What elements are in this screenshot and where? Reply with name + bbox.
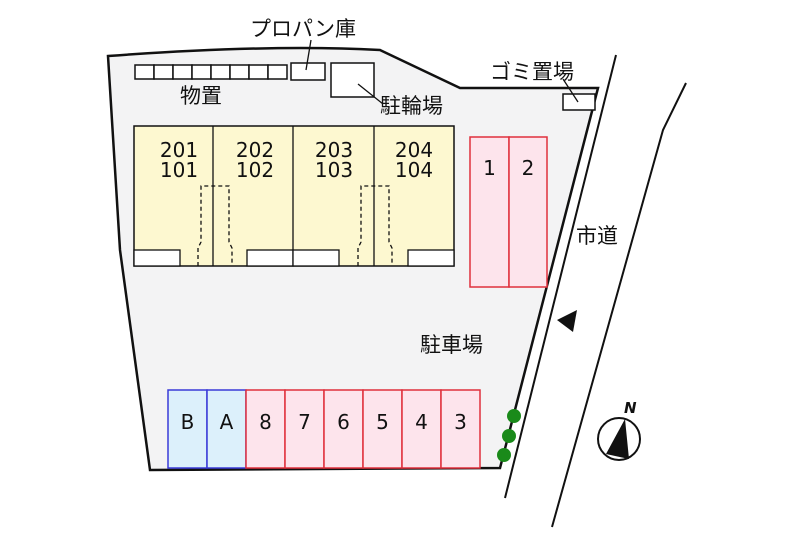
garbage-area [562,93,596,111]
trees [497,409,521,462]
parking-slot-1: 1 [483,156,496,180]
compass-icon [597,417,641,461]
road-edge-left [504,54,617,499]
building [133,125,455,267]
parking-slot-6: 6 [337,410,350,434]
propane-leader [305,39,312,71]
parking-bottom [167,389,481,469]
bike-slot-a: A [219,410,234,434]
bike-slot-b: B [180,410,195,434]
garbage-label: ゴミ置場 [490,60,574,84]
parking-slot-4: 4 [415,410,428,434]
bicycle-leader [357,83,384,105]
garbage-leader [562,78,579,103]
road-edge-right [551,82,687,528]
parking-label: 駐車場 [420,333,483,357]
north-label: N [624,399,637,417]
storage-sheds [134,64,288,80]
propane-label: プロパン庫 [250,17,357,41]
parking-slot-3: 3 [454,410,467,434]
storage-label: 物置 [180,84,222,108]
entrance-arrow-icon [557,310,577,332]
parking-slot-8: 8 [259,410,272,434]
propane-store [290,62,326,81]
parking-top [469,136,548,288]
parking-slot-2: 2 [521,156,535,180]
parking-slot-5: 5 [376,410,389,434]
parking-slot-7: 7 [298,410,311,434]
city-road-label: 市道 [576,224,618,248]
bicycle-label: 駐輪場 [380,94,443,118]
